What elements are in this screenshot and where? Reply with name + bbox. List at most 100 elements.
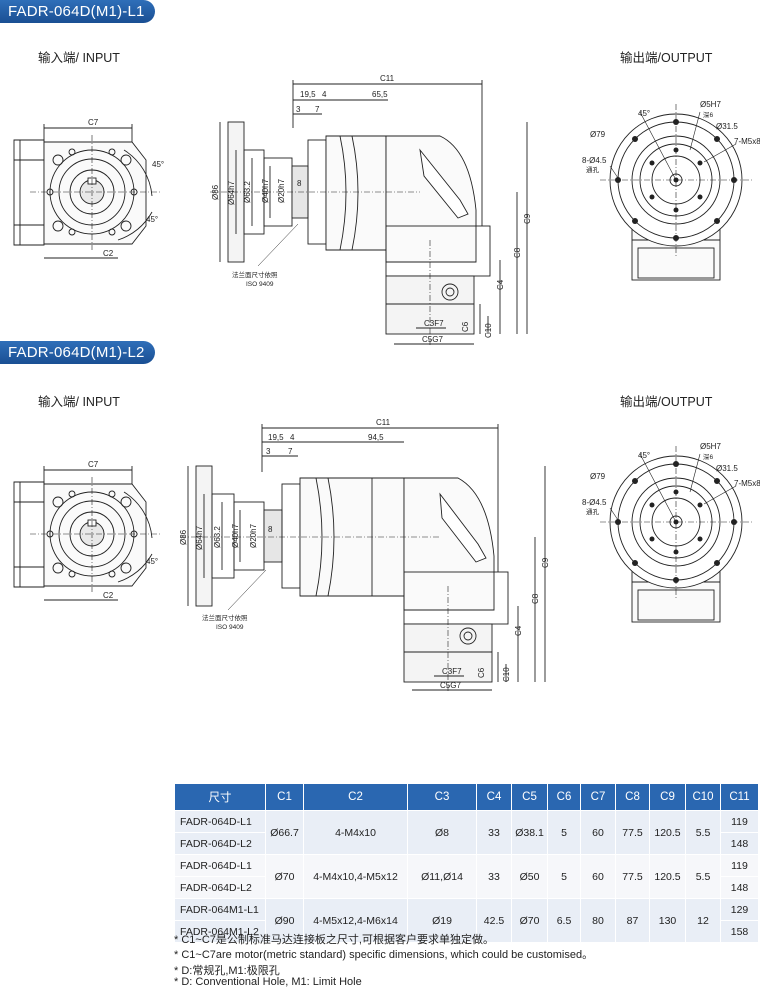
technical-drawings: C7 C2 45° 45° bbox=[13, 74, 760, 692]
c9-cell: 130 bbox=[649, 898, 686, 943]
iso-note-l2: ISO 9409 bbox=[216, 624, 244, 631]
c1-cell: Ø90 bbox=[265, 898, 304, 943]
header-c6: C6 bbox=[547, 783, 581, 811]
c6-cell: 5 bbox=[547, 854, 581, 899]
dim-phi5-l1: Ø5H7 bbox=[700, 100, 721, 109]
dim-c7-l1: C7 bbox=[88, 118, 99, 127]
dim-phi86-l2: Ø86 bbox=[179, 529, 188, 545]
dim-c6-l2: C6 bbox=[477, 667, 486, 678]
c11-cell: 129 bbox=[720, 898, 759, 921]
note-line-4: * D: Conventional Hole, M1: Limit Hole bbox=[174, 976, 362, 988]
input-label-l1: 输入端/ INPUT bbox=[38, 51, 120, 65]
dim-c10-l2: C10 bbox=[502, 667, 511, 682]
table-header-row: 尺寸 C1 C2 C3 C4 C5 C6 C7 C8 C9 C10 C11 bbox=[174, 783, 759, 811]
dim-c10-l1: C10 bbox=[484, 323, 493, 338]
dim-c2-l2: C2 bbox=[103, 591, 114, 600]
dim-phi40-l2: Ø40h7 bbox=[231, 523, 240, 548]
table-row: FADR-064D-L1 Ø66.7 4-M4x10 Ø8 33 Ø38.1 5… bbox=[174, 810, 759, 855]
c8-cell: 77.5 bbox=[615, 810, 650, 855]
header-c3: C3 bbox=[407, 783, 477, 811]
section-badge-l1: FADR-064D(M1)-L1 bbox=[0, 0, 155, 23]
header-c4: C4 bbox=[476, 783, 512, 811]
c10-cell: 12 bbox=[685, 898, 721, 943]
c8-cell: 87 bbox=[615, 898, 650, 943]
dim-phi40-l1: Ø40h7 bbox=[261, 178, 270, 203]
c5-cell: Ø38.1 bbox=[511, 810, 548, 855]
dim-m5-l1: 7-M5x8 bbox=[734, 137, 760, 146]
dim-c4-l1: C4 bbox=[496, 279, 505, 290]
header-c8: C8 bbox=[615, 783, 650, 811]
dim-c8-l1: C8 bbox=[513, 247, 522, 258]
dim-deep6-l1: 深6 bbox=[703, 110, 714, 119]
dim-19-5-l1: 19,5 bbox=[300, 90, 316, 99]
dim-thru-l2: 通孔 bbox=[586, 507, 600, 516]
dim-45-l1-b: 45° bbox=[146, 215, 158, 224]
output-label-l1: 输出端/OUTPUT bbox=[620, 51, 713, 65]
dim-c9-l2: C9 bbox=[541, 557, 550, 568]
dim-c3-l2: C3F7 bbox=[442, 667, 462, 676]
dim-hole-l2: 8-Ø4.5 bbox=[582, 498, 607, 507]
dim-c11-l1: C11 bbox=[380, 74, 395, 83]
dim-4-l1: 4 bbox=[322, 90, 327, 99]
c3-cell: Ø8 bbox=[407, 810, 477, 855]
dim-phi63-l2: Ø63.2 bbox=[213, 526, 222, 548]
dim-4-l2: 4 bbox=[290, 433, 295, 442]
iso-note-l1: ISO 9409 bbox=[246, 281, 274, 288]
dim-c11-l2: C11 bbox=[376, 418, 391, 427]
dim-45-l1-a: 45° bbox=[152, 160, 164, 169]
header-c9: C9 bbox=[649, 783, 686, 811]
model-cell: FADR-064D-L2 bbox=[174, 832, 266, 855]
c2-cell: 4-M5x12,4-M6x14 bbox=[303, 898, 408, 943]
table-row: FADR-064D-L1 Ø70 4-M4x10,4-M5x12 Ø11,Ø14… bbox=[174, 854, 759, 899]
header-c5: C5 bbox=[511, 783, 548, 811]
c10-cell: 5.5 bbox=[685, 854, 721, 899]
c7-cell: 60 bbox=[580, 810, 616, 855]
header-c1: C1 bbox=[265, 783, 304, 811]
c9-cell: 120.5 bbox=[649, 810, 686, 855]
header-c10: C10 bbox=[685, 783, 721, 811]
c3-cell: Ø11,Ø14 bbox=[407, 854, 477, 899]
side-view-l2 bbox=[180, 424, 546, 692]
dim-deep6-l2: 深6 bbox=[703, 452, 714, 461]
c4-cell: 42.5 bbox=[476, 898, 512, 943]
c4-cell: 33 bbox=[476, 810, 512, 855]
dim-phi63-l1: Ø63.2 bbox=[243, 181, 252, 203]
dim-3-l1: 3 bbox=[296, 105, 301, 114]
dim-65-5-l1: 65,5 bbox=[372, 90, 388, 99]
output-label-l2: 输出端/OUTPUT bbox=[620, 395, 713, 409]
c11-cell: 148 bbox=[720, 876, 759, 899]
dim-c2-l1: C2 bbox=[103, 249, 114, 258]
c4-cell: 33 bbox=[476, 854, 512, 899]
dim-45-out-l1: 45° bbox=[638, 109, 650, 118]
dim-3-l2: 3 bbox=[266, 447, 271, 456]
model-cell: FADR-064D-L1 bbox=[174, 810, 266, 833]
note-line-3: * D:常规孔,M1:极限孔 bbox=[174, 965, 280, 977]
flange-note-l2: 法兰面尺寸依照 bbox=[202, 613, 248, 622]
dim-phi31-l1: Ø31.5 bbox=[716, 122, 738, 131]
header-size: 尺寸 bbox=[174, 783, 266, 811]
note-line-1: * C1~C7是公制标准马达连接板之尺寸,可根据客户要求单独定做。 bbox=[174, 934, 494, 946]
dim-c8-l2: C8 bbox=[531, 593, 540, 604]
c10-cell: 5.5 bbox=[685, 810, 721, 855]
c2-cell: 4-M4x10 bbox=[303, 810, 408, 855]
dim-c6-l1: C6 bbox=[461, 321, 470, 332]
dim-phi79-l2: Ø79 bbox=[590, 472, 606, 481]
c9-cell: 120.5 bbox=[649, 854, 686, 899]
c11-cell: 119 bbox=[720, 810, 759, 833]
dim-c5-l1: C5G7 bbox=[422, 335, 443, 344]
dim-phi64-l2: Ø64h7 bbox=[195, 525, 204, 550]
dim-c3-l1: C3F7 bbox=[424, 319, 444, 328]
c11-cell: 158 bbox=[720, 920, 759, 943]
dim-phi5-l2: Ø5H7 bbox=[700, 442, 721, 451]
c2-cell: 4-M4x10,4-M5x12 bbox=[303, 854, 408, 899]
input-view-l1 bbox=[13, 123, 161, 259]
dim-45-l2: 45° bbox=[146, 557, 158, 566]
c11-cell: 119 bbox=[720, 854, 759, 877]
dim-19-5-l2: 19,5 bbox=[268, 433, 284, 442]
dim-phi20-l2: Ø20h7 bbox=[249, 523, 258, 548]
c6-cell: 6.5 bbox=[547, 898, 581, 943]
dim-7-l1: 7 bbox=[315, 105, 320, 114]
c11-cell: 148 bbox=[720, 832, 759, 855]
dim-94-5-l2: 94,5 bbox=[368, 433, 384, 442]
dim-8-l1: 8 bbox=[297, 179, 302, 188]
